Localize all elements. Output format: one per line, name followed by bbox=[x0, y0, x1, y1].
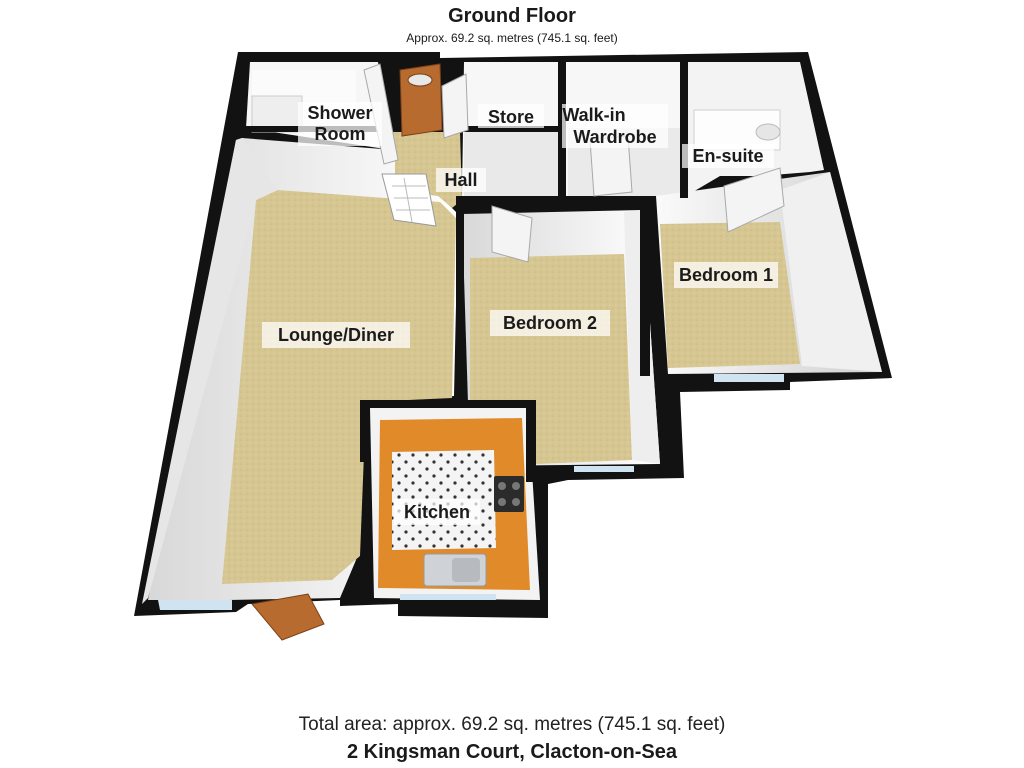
label-shower-room-1: Shower bbox=[307, 103, 372, 123]
label-shower-room-2: Room bbox=[315, 124, 366, 144]
label-walk-in-2: Wardrobe bbox=[573, 127, 656, 147]
total-area-text: Total area: approx. 69.2 sq. metres (745… bbox=[298, 714, 726, 735]
hob-icon bbox=[494, 476, 524, 512]
label-bedroom-1: Bedroom 1 bbox=[679, 265, 773, 285]
label-kitchen: Kitchen bbox=[404, 502, 470, 522]
doors bbox=[251, 63, 785, 641]
label-bedroom-2: Bedroom 2 bbox=[503, 313, 597, 333]
label-en-suite: En-suite bbox=[692, 146, 763, 166]
label-hall: Hall bbox=[444, 170, 477, 190]
lounge-diner-room bbox=[142, 138, 458, 610]
label-store: Store bbox=[488, 107, 534, 127]
plan-title: Ground Floor bbox=[448, 5, 576, 27]
label-lounge-diner: Lounge/Diner bbox=[278, 325, 394, 345]
garden-door-icon bbox=[251, 593, 325, 641]
plan-subtitle: Approx. 69.2 sq. metres (745.1 sq. feet) bbox=[406, 31, 618, 45]
room-labels: Shower Room Store Walk-in Wardrobe En-su… bbox=[262, 102, 778, 525]
property-address: 2 Kingsman Court, Clacton-on-Sea bbox=[346, 741, 678, 763]
label-walk-in-1: Walk-in bbox=[562, 105, 625, 125]
